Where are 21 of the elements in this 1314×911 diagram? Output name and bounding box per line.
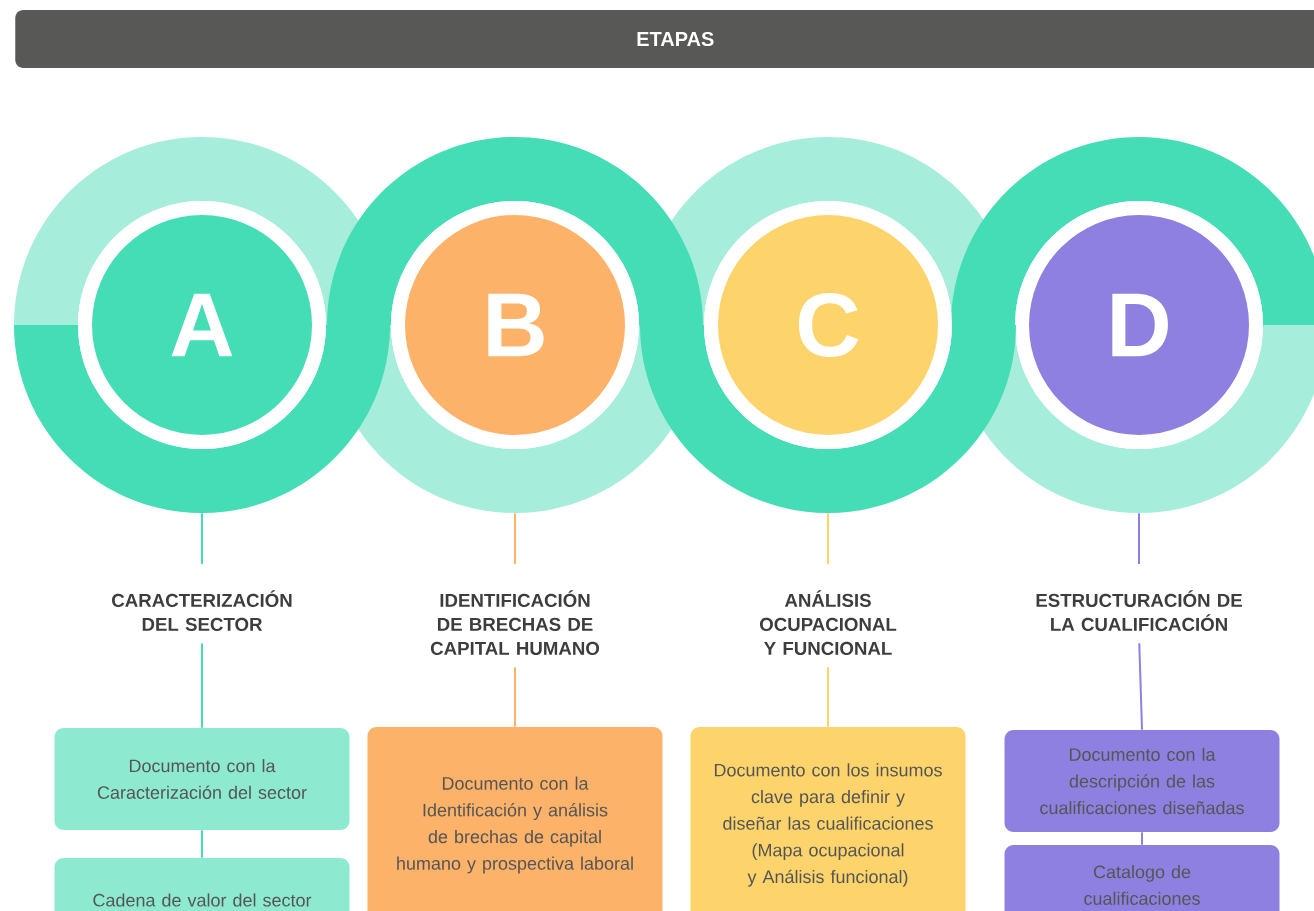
stage-heading: ANÁLISIS OCUPACIONAL Y FUNCIONAL [760, 590, 897, 655]
title-banner: ETAPAS [15, 10, 1314, 68]
connector-line [1138, 642, 1143, 731]
connector-line [827, 512, 829, 565]
connector-line [201, 642, 203, 729]
connector-line [201, 512, 203, 565]
output-box: Documento con la Caracterización del sector [54, 728, 350, 830]
connector-line [514, 512, 516, 565]
connector-line [1141, 831, 1143, 846]
stage-heading: ESTRUCTURACIÓN DE LA CUALIFICACIÓN [1036, 590, 1242, 631]
connector-line [514, 666, 516, 728]
output-box: Documento con los insumos clave para definir y diseñar las cualificaciones (Mapa ocupacional y Análisis funcional) [690, 727, 966, 911]
stage-heading: IDENTIFICACIÓN DE BRECHAS DE CAPITAL HUMANO [430, 590, 600, 655]
connector-line [827, 666, 829, 728]
connector-line [1138, 512, 1140, 565]
connector-line [201, 829, 203, 859]
output-box: Cadena de valor del sector [54, 858, 350, 911]
output-box: Catalogo de cualificaciones [1004, 845, 1280, 911]
stage-heading: CARACTERIZACIÓN DEL SECTOR [112, 590, 292, 631]
output-box: Documento con la descripción de las cualificaciones diseñadas [1004, 730, 1280, 832]
output-box: Documento con la Identificación y análisis de brechas de capital humano y prospectiva laboral [367, 727, 663, 911]
